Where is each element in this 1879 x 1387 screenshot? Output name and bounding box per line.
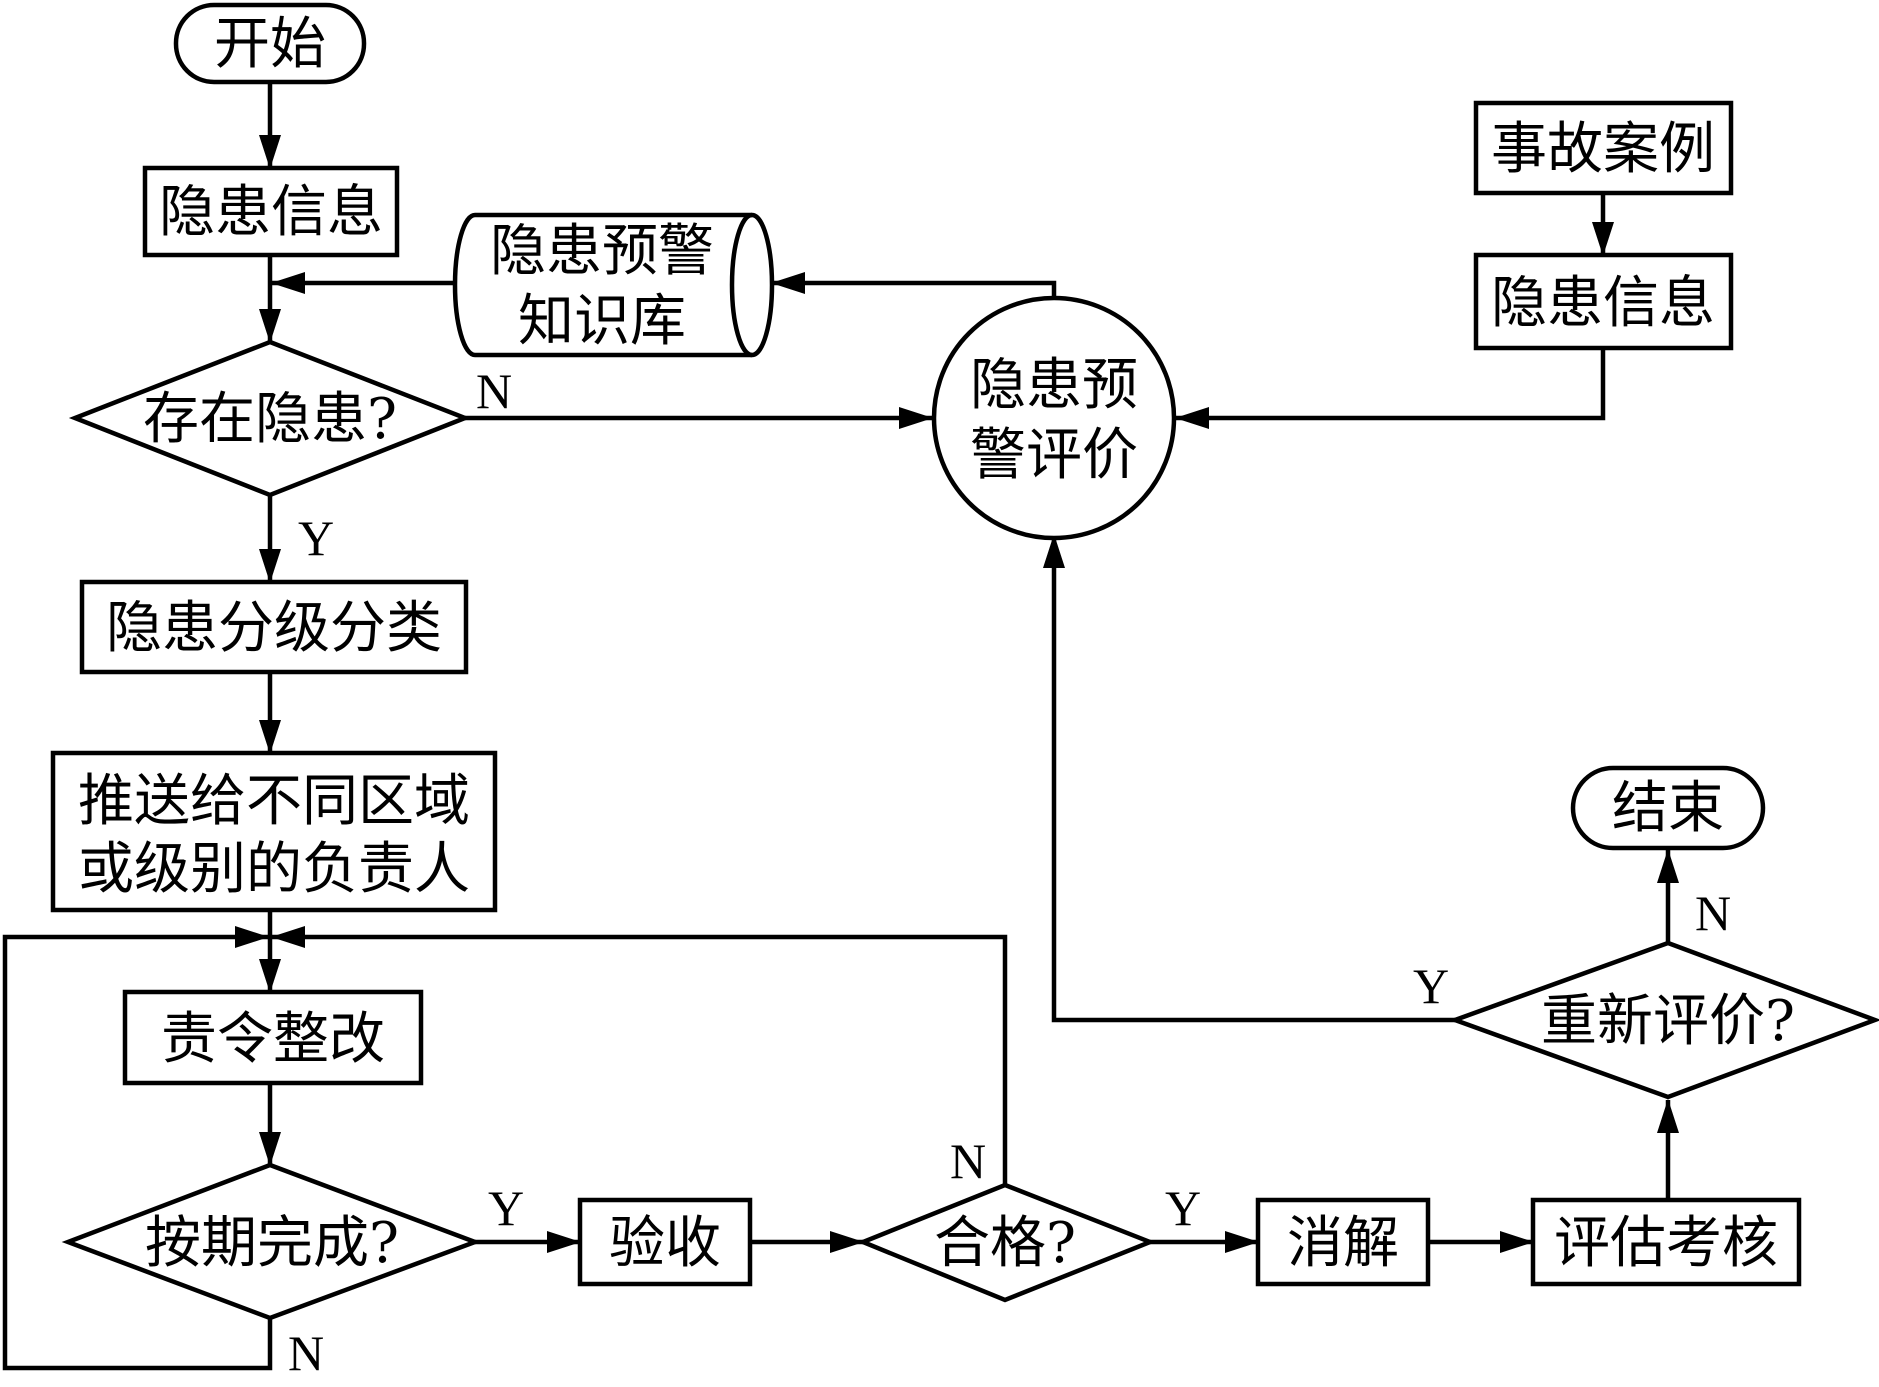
warning-eval-node: 隐患预 警评价	[931, 295, 1177, 541]
hazard-info-left-node: 隐患信息	[142, 165, 400, 258]
hazard-exists-label: 存在隐患?	[143, 387, 397, 452]
qualified-yes-label: Y	[1165, 1180, 1201, 1236]
classify-label: 隐患分级分类	[106, 596, 442, 661]
arrow-qualified-no-loop	[271, 926, 1008, 1185]
accept-node: 验收	[577, 1197, 753, 1287]
on-time-yes-label: Y	[488, 1180, 524, 1236]
warning-eval-label-line2: 警评价	[970, 423, 1138, 488]
qualified-decision: 合格?	[857, 1182, 1157, 1303]
arrow-on-time-no-loop	[2, 926, 273, 1371]
start-node: 开始	[173, 2, 367, 85]
connectors	[2, 82, 1679, 1371]
warning-eval-label-line1: 隐患预	[970, 353, 1138, 418]
classify-node: 隐患分级分类	[79, 579, 469, 675]
knowledge-base-label-line1: 隐患预警	[490, 219, 714, 284]
re-evaluate-no-label: N	[1695, 885, 1731, 941]
on-time-label: 按期完成?	[145, 1211, 399, 1276]
accident-cases-label: 事故案例	[1491, 117, 1715, 182]
push-node: 推送给不同区域 或级别的负责人	[50, 750, 498, 913]
hazard-info-right-node: 隐患信息	[1473, 252, 1734, 351]
qualified-no-label: N	[950, 1133, 986, 1189]
rectify-node: 责令整改	[122, 989, 424, 1086]
end-node: 结束	[1570, 765, 1766, 851]
qualified-label: 合格?	[934, 1211, 1076, 1276]
knowledge-base-node: 隐患预警 知识库	[452, 212, 775, 358]
re-evaluate-decision: 重新评价?	[1448, 940, 1879, 1100]
on-time-no-label: N	[288, 1325, 324, 1381]
hazard-info-right-label: 隐患信息	[1491, 271, 1715, 336]
hazard-info-left-label: 隐患信息	[159, 180, 383, 245]
hazard-exists-yes-label: Y	[298, 510, 334, 566]
eliminate-node: 消解	[1255, 1197, 1431, 1287]
on-time-decision: 按期完成?	[61, 1162, 482, 1321]
push-label-line1: 推送给不同区域	[78, 769, 470, 834]
rectify-label: 责令整改	[161, 1007, 385, 1072]
end-label: 结束	[1612, 776, 1724, 841]
arrow-hazard-info-right-to-warning-eval	[1175, 348, 1606, 429]
evaluate-label: 评估考核	[1554, 1211, 1778, 1276]
hazard-exists-decision: 存在隐患?	[68, 339, 472, 498]
accident-cases-node: 事故案例	[1473, 100, 1734, 196]
hazard-exists-no-label: N	[476, 363, 512, 419]
arrow-re-evaluate-yes-to-warning-eval	[1043, 534, 1455, 1023]
push-label-line2: 或级别的负责人	[78, 837, 470, 902]
re-evaluate-yes-label: Y	[1413, 958, 1449, 1014]
arrow-warning-eval-to-knowledge-base	[771, 272, 1057, 300]
knowledge-base-label-line2: 知识库	[518, 289, 686, 354]
re-evaluate-label: 重新评价?	[1541, 989, 1795, 1054]
accept-label: 验收	[609, 1211, 721, 1276]
start-label: 开始	[214, 12, 326, 77]
evaluate-node: 评估考核	[1530, 1197, 1802, 1287]
eliminate-label: 消解	[1287, 1211, 1399, 1276]
